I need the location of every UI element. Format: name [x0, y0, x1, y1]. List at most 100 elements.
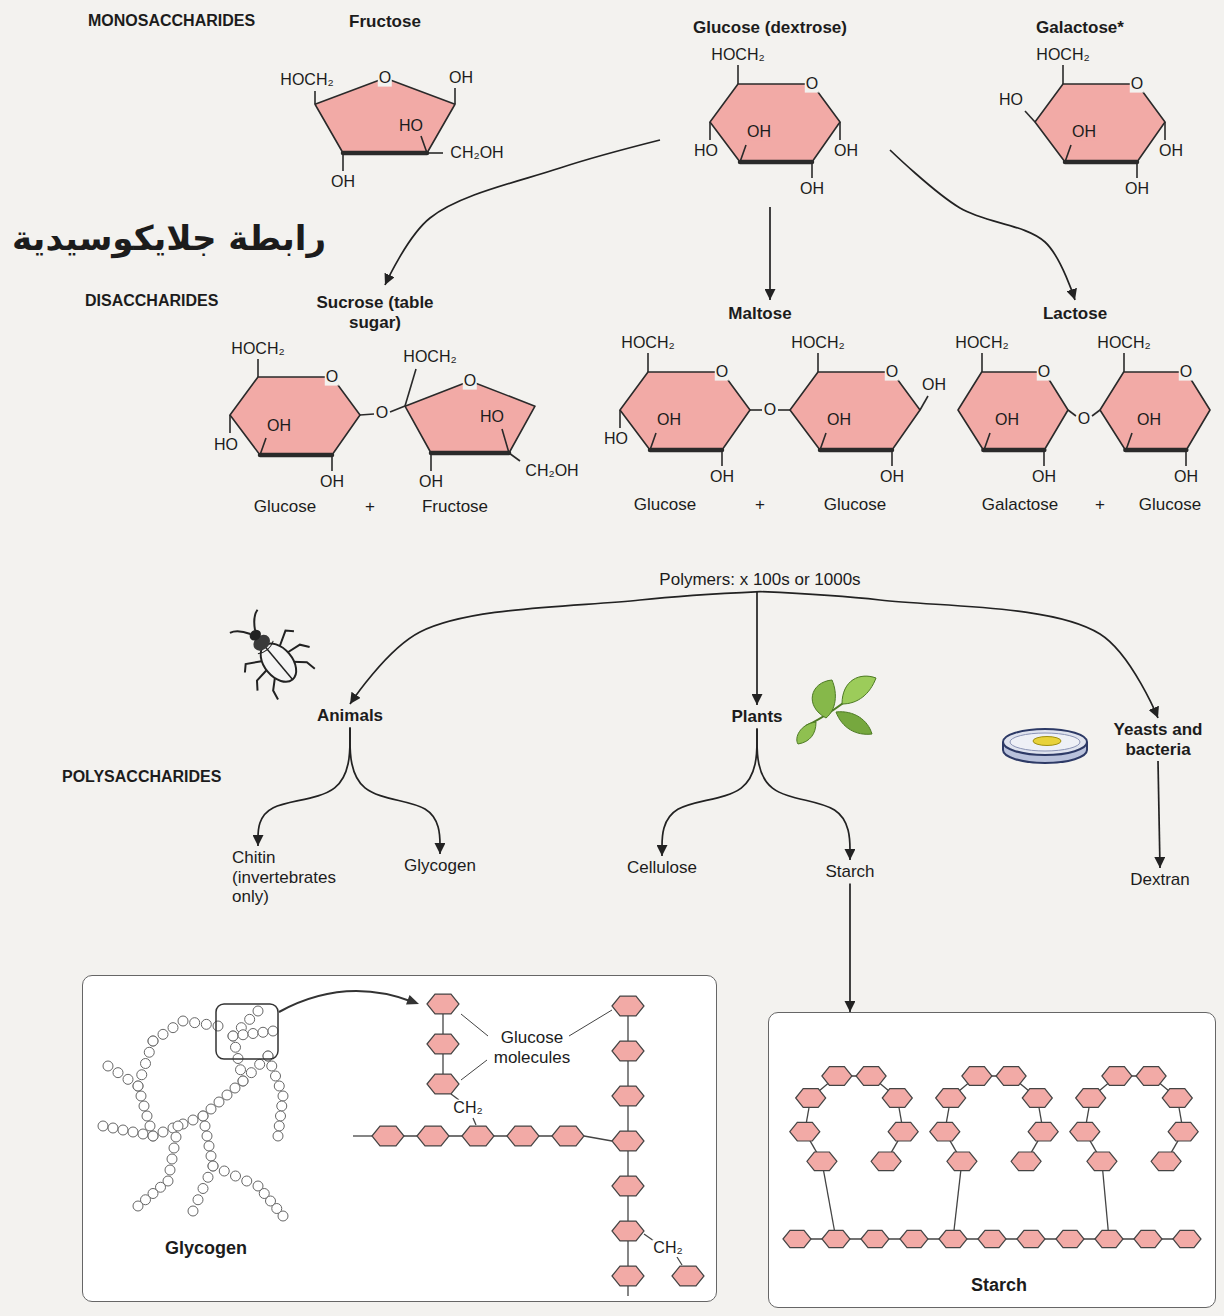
leaf-icon [797, 676, 876, 744]
glucose-unit [962, 1067, 992, 1086]
glucose-bead [230, 1083, 240, 1093]
glucose-unit [507, 1126, 539, 1146]
glucose-bead [267, 1061, 277, 1071]
glucose-bead [213, 1021, 223, 1031]
molecule-structure: LactoseHOCH₂OOHOHOHOCH₂OOHOHGalactose+Gl… [950, 300, 1222, 520]
glucose-bead [208, 1161, 218, 1171]
connector-arrow [662, 729, 757, 856]
glucose-bead [108, 1123, 118, 1133]
name-label: Glycogen [164, 1239, 248, 1258]
chemical-group: HO [398, 118, 424, 135]
glucose-unit [1151, 1152, 1181, 1171]
glucose-unit [1173, 1230, 1201, 1247]
sugar-ring [790, 372, 920, 450]
name-label: + [754, 496, 766, 514]
bond-line [421, 136, 427, 153]
glucose-bead [238, 1030, 248, 1040]
glucose-unit [612, 1041, 644, 1061]
glucose-unit [1095, 1230, 1123, 1247]
glucose-bead [248, 1029, 258, 1039]
link-line [461, 1014, 488, 1036]
chemical-group: OH [921, 377, 947, 394]
link-line [584, 1136, 612, 1141]
chemical-group: HOCH₂ [230, 341, 285, 358]
glucose-unit [672, 1266, 704, 1286]
bond-line [427, 152, 443, 154]
glucose-bead [271, 1071, 281, 1081]
bond-line [891, 450, 893, 466]
drawing-part [842, 676, 876, 704]
glucose-bead [103, 1061, 113, 1071]
chemical-group: OH [994, 412, 1020, 429]
bond-line [454, 88, 456, 104]
connector-arrow [890, 150, 1075, 300]
bond-line [257, 359, 259, 377]
connector-arrow [849, 884, 851, 1012]
drawing-part [230, 623, 250, 643]
chemical-group: HO [693, 143, 719, 160]
glucose-bead [236, 1065, 246, 1075]
bond-line [839, 122, 841, 140]
glucose-unit [612, 996, 644, 1016]
ring-front-edge [820, 448, 892, 453]
glucose-bead [98, 1121, 108, 1131]
name-label: Galactose [981, 496, 1060, 514]
glucose-bead [255, 1059, 265, 1069]
bond-line [502, 429, 509, 453]
connector-arrow [385, 140, 660, 285]
section-heading: POLYSACCHARIDES [62, 768, 221, 786]
bond-line [647, 353, 649, 372]
drawing-part [247, 627, 263, 642]
glucose-unit [1136, 1067, 1166, 1086]
chemical-group: OH [1031, 469, 1057, 486]
glucose-bead [168, 1023, 178, 1033]
glucose-bead [242, 1176, 252, 1186]
name-label: Glucose [633, 496, 697, 514]
annotation-text: رابطة جلايكوسيدية [12, 218, 326, 259]
chemical-group: OH [448, 70, 474, 87]
bond-line [1065, 145, 1071, 162]
chemical-group: HOCH₂ [620, 335, 675, 352]
drawing-part [1003, 729, 1087, 755]
glucose-unit [796, 1089, 826, 1108]
glucose-bead [200, 1121, 210, 1131]
glucose-unit [462, 1126, 494, 1146]
chemical-group: CH₂OH [524, 463, 579, 480]
glucose-bead [231, 1042, 241, 1052]
glucose-bead [198, 1111, 208, 1121]
glucose-bead [231, 1171, 241, 1181]
chemical-group: HO [479, 409, 505, 426]
connector-arrow [757, 729, 850, 860]
name-label: Lactose [1042, 305, 1108, 323]
text-node: Polymers: x 100s or 1000s [655, 568, 864, 592]
bond-line [331, 455, 333, 471]
category-label: Chitin (invertebrates only) [232, 848, 354, 907]
chemical-group: HO [603, 431, 629, 448]
glucose-bead [137, 1070, 147, 1080]
chemical-group: O [805, 76, 819, 93]
glucose-bead [141, 1059, 151, 1069]
glucose-bead [228, 1031, 238, 1041]
molecule-structure: Glucose (dextrose)HOCH₂OOHHOOHOH [660, 12, 890, 207]
glucose-unit [783, 1230, 811, 1247]
drawing-part [241, 655, 261, 674]
glucose-bead [258, 1027, 268, 1037]
chemical-group: OH [656, 412, 682, 429]
chemical-group: HOCH₂ [790, 335, 845, 352]
text-node: Glycogen [400, 854, 480, 878]
chemical-group: HO [213, 437, 239, 454]
glucose-unit [822, 1230, 850, 1247]
glucose-unit [996, 1067, 1026, 1086]
glucose-unit [936, 1089, 966, 1108]
drawing-part [275, 627, 295, 646]
drawing-part [812, 680, 835, 718]
glucose-bead [198, 1184, 208, 1194]
bond-line [260, 438, 266, 455]
molecule-structure: Galactose*HOCH₂HOOOHOHOH [985, 12, 1215, 207]
name-label: Fructose [421, 498, 489, 516]
glucose-bead [245, 1014, 255, 1024]
chemical-group: HOCH₂ [1096, 335, 1151, 352]
glucose-unit [1011, 1152, 1041, 1171]
molecule-structure: MaltoseHOCH₂OOHHOOHOHOCH₂OOHOHOHGlucose+… [590, 300, 950, 520]
petri-dish-icon [1003, 729, 1087, 763]
